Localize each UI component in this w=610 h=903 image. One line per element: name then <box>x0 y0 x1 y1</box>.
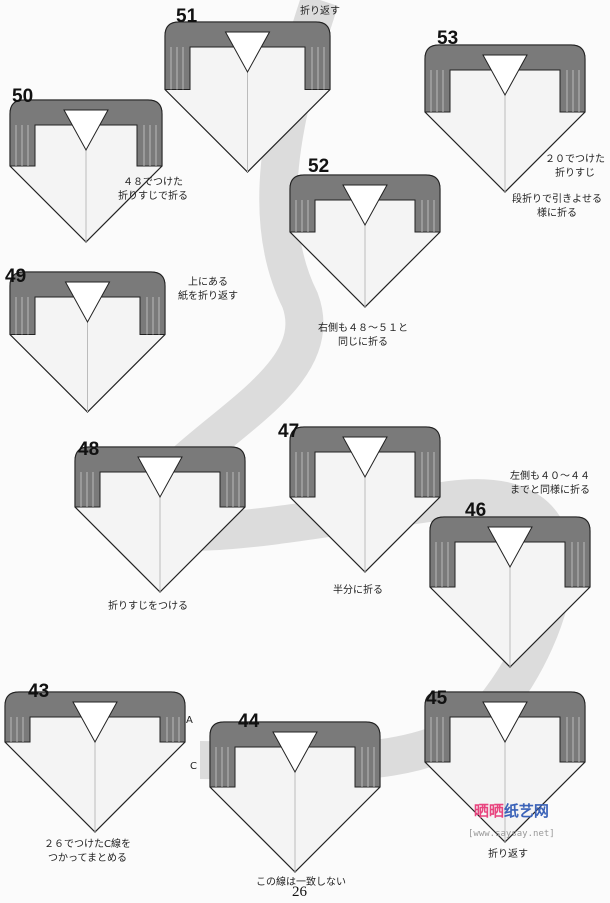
step-50-model <box>9 99 163 243</box>
watermark-part2: 纸艺网 <box>503 802 549 820</box>
watermark-url: [www.saysay.net] <box>468 829 555 839</box>
step-number-49: 49 <box>5 266 27 287</box>
step-52-caption: 右側も４８～５１と 同じに折る <box>318 323 408 348</box>
step-number-44: 44 <box>238 711 260 732</box>
step-number-50: 50 <box>12 86 34 107</box>
step-number-48: 48 <box>78 439 100 460</box>
step-50-caption: ４８でつけた 折りすじで折る <box>118 177 188 202</box>
step-47-model <box>289 426 441 573</box>
step-49-model <box>9 271 166 413</box>
step-53-model <box>424 44 586 193</box>
watermark-part1: 晒晒 <box>473 802 504 820</box>
step-number-52: 52 <box>308 156 330 177</box>
label-a: A <box>186 715 193 726</box>
label-c: C <box>190 761 197 772</box>
step-43-model <box>4 691 186 833</box>
step-number-51: 51 <box>176 6 198 27</box>
step-43-caption: ２６でつけたC線を つかってまとめる <box>44 839 131 864</box>
step-48-model <box>74 446 246 593</box>
page-number: 26 <box>292 884 307 900</box>
step-46-model <box>429 516 591 668</box>
step-number-46: 46 <box>465 500 487 521</box>
step-number-53: 53 <box>437 28 459 49</box>
step-47-caption: 半分に折る <box>333 585 383 596</box>
step-51-caption: 折り返す <box>300 6 340 17</box>
step-48-caption: 折りすじをつける <box>108 601 188 612</box>
step-number-45: 45 <box>426 688 448 709</box>
step-44-caption: この線は一致しない <box>256 877 346 888</box>
step-44-model <box>209 721 381 873</box>
step-53-caption: ２０でつけた 折りすじ <box>545 154 605 179</box>
step-number-43: 43 <box>28 681 50 702</box>
step-52-model <box>289 174 441 308</box>
step-51-model <box>164 21 331 173</box>
step-49-caption: 上にある 紙を折り返す <box>178 277 238 302</box>
step-45-model <box>424 691 586 843</box>
step-53-caption-2: 段折りで引きよせる 様に折る <box>512 194 602 219</box>
step-number-47: 47 <box>278 421 300 442</box>
step-45-caption: 折り返す <box>488 849 528 860</box>
watermark: 晒晒纸艺网 [www.saysay.net] <box>468 800 555 840</box>
step-46-caption: 左側も４０～４４ までと同様に折る <box>510 471 590 496</box>
